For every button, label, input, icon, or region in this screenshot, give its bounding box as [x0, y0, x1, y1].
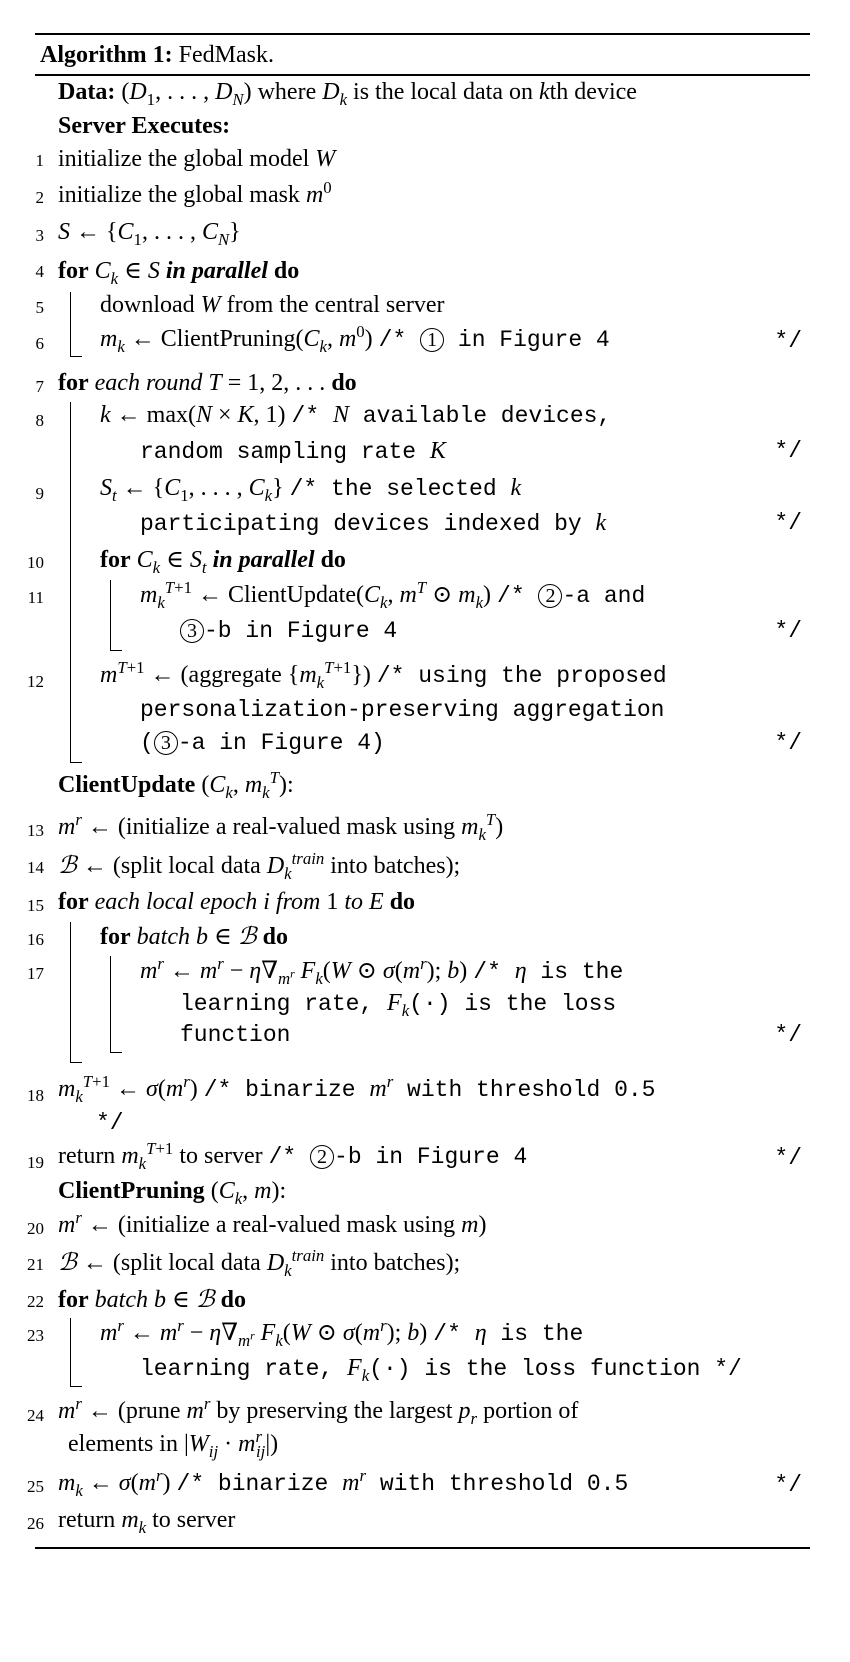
line-3: S ← {C1, . . . , CN}	[58, 219, 241, 249]
line-number: 17	[27, 964, 44, 983]
line-number: 16	[27, 930, 44, 949]
line-6: mk ← ClientPruning(Ck, m0) /* 1 in Figur…	[100, 322, 610, 356]
comment-end: */	[774, 730, 802, 756]
algorithm-title: Algorithm 1: FedMask.	[40, 42, 274, 69]
line-25: mk ← σ(mr) /* binarize mr with threshold…	[58, 1466, 629, 1500]
line-number: 21	[27, 1255, 44, 1274]
line-14: ℬ ← (split local data Dktrain into batch…	[58, 849, 461, 883]
line-1: initialize the global model W	[58, 146, 336, 172]
line-number: 9	[35, 484, 45, 503]
line-9: St ← {C1, . . . , Ck} /* the selected k	[100, 475, 522, 505]
line-12: mT+1 ← (aggregate {mkT+1}) /* using the …	[100, 658, 667, 692]
block-bar	[70, 1318, 71, 1386]
line-number: 7	[35, 377, 45, 396]
line-8-cont: random sampling rate K	[140, 438, 446, 465]
line-number: 2	[35, 188, 45, 207]
comment-end: */	[774, 1022, 802, 1048]
comment-end: */	[774, 1145, 802, 1171]
block-bar-end	[110, 650, 122, 651]
comment-end: */	[774, 328, 802, 354]
block-bar-end	[70, 1062, 82, 1063]
line-8: k ← max(N × K, 1) /* N available devices…	[100, 402, 612, 429]
line-11-cont: 3-b in Figure 4	[180, 618, 397, 652]
line-16: for batch b ∈ ℬ do	[100, 924, 288, 950]
block-bar	[70, 292, 71, 356]
line-number: 10	[27, 553, 44, 572]
comment-end: */	[774, 510, 802, 536]
title-rule	[35, 74, 810, 76]
line-number: 22	[27, 1292, 44, 1311]
line-11: mkT+1 ← ClientUpdate(Ck, mT ⊙ mk) /* 2-a…	[140, 578, 646, 612]
section-client-update: ClientUpdate (Ck, mkT):	[58, 768, 294, 802]
line-26: return mk to server	[58, 1507, 236, 1537]
line-number: 14	[27, 858, 44, 877]
algorithm-name: FedMask.	[178, 42, 274, 68]
line-12-cont: personalization-preserving aggregation	[140, 697, 665, 723]
line-number: 5	[35, 298, 45, 317]
line-10: for Ck ∈ St in parallel do	[100, 547, 346, 577]
block-bar	[70, 402, 71, 762]
section-server: Server Executes:	[58, 113, 231, 139]
top-rule	[35, 33, 810, 35]
comment-end: */	[774, 618, 802, 644]
line-number: 3	[35, 226, 45, 245]
block-bar-end	[110, 1052, 122, 1053]
line-15: for each local epoch i from 1 to E do	[58, 889, 416, 915]
line-22: for batch b ∈ ℬ do	[58, 1287, 246, 1313]
line-24-cont: elements in |Wij · mrij|)	[68, 1427, 279, 1461]
line-number: 15	[27, 896, 44, 915]
block-bar-end	[70, 762, 82, 763]
line-17-cont2: function	[180, 1022, 291, 1048]
line-number: 12	[27, 672, 44, 691]
line-number: 11	[27, 588, 44, 607]
line-number: 26	[27, 1514, 44, 1533]
line-number: 1	[35, 151, 45, 170]
line-17: mr ← mr − η∇mr Fk(W ⊙ σ(mr); b) /* η is …	[140, 954, 624, 988]
line-18: mkT+1 ← σ(mr) /* binarize mr with thresh…	[58, 1072, 656, 1106]
line-18-cont: */	[96, 1110, 124, 1136]
line-number: 8	[35, 411, 45, 430]
line-7: for each round T = 1, 2, . . . do	[58, 370, 357, 396]
comment-end: */	[774, 1472, 802, 1498]
line-20: mr ← (initialize a real-valued mask usin…	[58, 1208, 487, 1238]
algorithm-label: Algorithm 1:	[40, 42, 173, 68]
line-2: initialize the global mask m0	[58, 178, 332, 208]
data-line: Data: (D1, . . . , DN) where Dk is the l…	[58, 79, 637, 109]
line-number: 25	[27, 1477, 44, 1496]
line-number: 6	[35, 334, 45, 353]
section-client-pruning: ClientPruning (Ck, m):	[58, 1178, 287, 1208]
line-number: 18	[27, 1086, 44, 1105]
block-bar-end	[70, 356, 82, 357]
line-number: 23	[27, 1326, 44, 1345]
bottom-rule	[35, 1547, 810, 1549]
line-23-cont: learning rate, Fk(·) is the loss functio…	[140, 1355, 742, 1385]
line-19: return mkT+1 to server /* 2-b in Figure …	[58, 1139, 528, 1173]
block-bar	[110, 580, 111, 650]
block-bar	[70, 922, 71, 1062]
line-17-cont: learning rate, Fk(·) is the loss	[180, 990, 617, 1020]
line-24: mr ← (prune mr by preserving the largest…	[58, 1394, 579, 1428]
line-number: 19	[27, 1153, 44, 1172]
block-bar-end	[70, 1386, 82, 1387]
comment-end: */	[774, 438, 802, 464]
line-number: 4	[35, 262, 45, 281]
line-number: 20	[27, 1219, 44, 1238]
line-5: download W from the central server	[100, 292, 445, 318]
block-bar	[110, 956, 111, 1052]
line-13: mr ← (initialize a real-valued mask usin…	[58, 810, 504, 844]
line-21: ℬ ← (split local data Dktrain into batch…	[58, 1246, 461, 1280]
line-4: for Ck ∈ S in parallel do	[58, 258, 300, 288]
line-23: mr ← mr − η∇mr Fk(W ⊙ σ(mr); b) /* η is …	[100, 1316, 584, 1350]
line-9-cont: participating devices indexed by k	[140, 510, 607, 537]
line-12-cont2: (3-a in Figure 4)	[140, 730, 385, 756]
line-number: 24	[27, 1406, 44, 1425]
line-number: 13	[27, 821, 44, 840]
